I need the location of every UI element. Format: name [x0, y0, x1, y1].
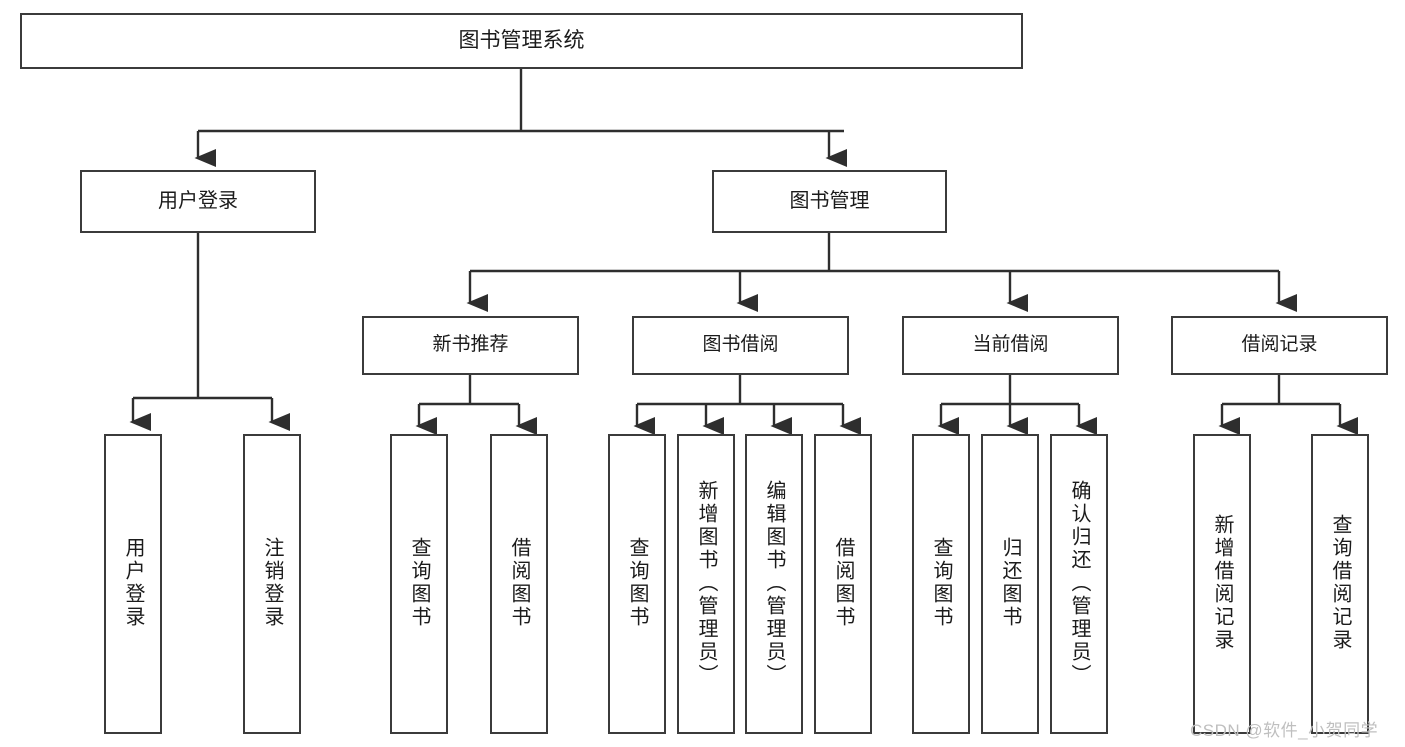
leaf-borrow-query-book[interactable]: 查询图书 — [608, 434, 666, 734]
node-label: 归还图书 — [999, 537, 1021, 629]
leaf-current-confirm-return-admin[interactable]: 确认归还（管理员） — [1050, 434, 1108, 734]
leaf-borrow-add-book-admin[interactable]: 新增图书（管理员） — [677, 434, 735, 734]
node-label: 确认归还（管理员） — [1068, 479, 1090, 687]
node-label: 查询图书 — [930, 537, 952, 629]
node-label: 图书管理系统 — [458, 28, 585, 52]
node-label: 新增图书（管理员） — [695, 479, 717, 687]
node-label: 图书管理 — [789, 189, 870, 212]
node-label: 用户登录 — [158, 189, 238, 212]
leaf-user-login[interactable]: 用户登录 — [104, 434, 162, 734]
leaf-recommend-borrow-book[interactable]: 借阅图书 — [490, 434, 548, 734]
node-label: 借阅记录 — [1241, 334, 1318, 356]
leaf-records-add-record[interactable]: 新增借阅记录 — [1193, 434, 1251, 734]
leaf-borrow-borrow-book[interactable]: 借阅图书 — [814, 434, 872, 734]
leaf-current-query-book[interactable]: 查询图书 — [912, 434, 970, 734]
node-new-book-recommend[interactable]: 新书推荐 — [362, 316, 579, 375]
leaf-recommend-query-book[interactable]: 查询图书 — [390, 434, 448, 734]
node-root-system[interactable]: 图书管理系统 — [20, 13, 1023, 69]
node-current-borrow[interactable]: 当前借阅 — [902, 316, 1119, 375]
node-label: 新书推荐 — [432, 334, 509, 356]
leaf-borrow-edit-book-admin[interactable]: 编辑图书（管理员） — [745, 434, 803, 734]
csdn-watermark: CSDN @软件_小贺同学 — [1190, 721, 1379, 740]
node-label: 新增借阅记录 — [1211, 514, 1233, 652]
node-book-management[interactable]: 图书管理 — [712, 170, 947, 233]
node-book-borrow[interactable]: 图书借阅 — [632, 316, 849, 375]
node-user-login[interactable]: 用户登录 — [80, 170, 316, 233]
leaf-user-logout[interactable]: 注销登录 — [243, 434, 301, 734]
leaf-records-query-record[interactable]: 查询借阅记录 — [1311, 434, 1369, 734]
node-label: 用户登录 — [122, 537, 144, 629]
node-label: 当前借阅 — [972, 334, 1049, 356]
node-label: 查询图书 — [408, 537, 430, 629]
node-label: 编辑图书（管理员） — [763, 479, 785, 687]
node-label: 查询图书 — [626, 537, 648, 629]
leaf-current-return-book[interactable]: 归还图书 — [981, 434, 1039, 734]
node-label: 借阅图书 — [508, 537, 530, 629]
node-label: 借阅图书 — [832, 537, 854, 629]
node-label: 查询借阅记录 — [1329, 514, 1351, 652]
node-borrow-records[interactable]: 借阅记录 — [1171, 316, 1388, 375]
node-label: 图书借阅 — [702, 334, 779, 356]
node-label: 注销登录 — [261, 537, 283, 629]
